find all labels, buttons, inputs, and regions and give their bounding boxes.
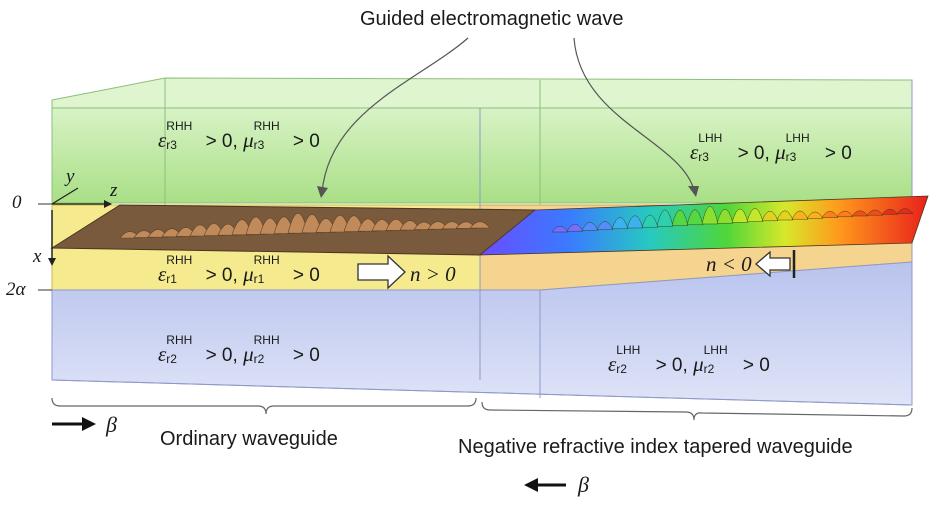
wave-ripple — [287, 213, 309, 234]
wave-ripple — [881, 209, 899, 215]
wave-ripple — [746, 208, 764, 222]
ordinary-waveguide-caption: Ordinary waveguide — [160, 428, 338, 450]
wave-ripple — [581, 222, 599, 231]
right-n-negative-label: n < 0 — [706, 252, 752, 276]
pointer-curve-left — [321, 37, 469, 193]
wave-ripple — [656, 209, 674, 227]
wave-ripple — [716, 208, 734, 224]
wave-ripple — [671, 209, 689, 226]
left-n-positive-label: n > 0 — [410, 262, 456, 286]
wave-ripple — [851, 210, 869, 217]
hollow-arrow-backward — [755, 250, 791, 278]
wave-ripple — [896, 208, 914, 214]
pointer-curve-right — [573, 37, 695, 191]
bracket-left — [51, 397, 477, 415]
green-top-face — [51, 77, 913, 109]
wave-ripple — [761, 210, 779, 222]
wave-ripple — [641, 214, 659, 228]
hollow-arrow-forward — [357, 254, 406, 290]
tapered-waveguide-caption: Negative refractive index tapered wavegu… — [458, 436, 853, 458]
wave-ripple — [776, 210, 794, 221]
axis-y-label: y — [66, 166, 75, 187]
wave-ripple — [701, 206, 719, 225]
axis-x-label: x — [33, 246, 42, 267]
wave-ripple — [686, 209, 704, 226]
wave-ripple — [866, 209, 884, 216]
wave-ripple — [385, 218, 407, 231]
wave-ripple — [626, 215, 644, 229]
wave-ripple — [596, 221, 614, 230]
wave-ripple — [791, 210, 809, 220]
beta-forward-label: β — [106, 412, 117, 437]
wave-ripple — [551, 225, 569, 233]
wave-ripple — [301, 214, 323, 234]
axis-two-alpha-label: 2α — [6, 279, 26, 300]
axis-zero-label: 0 — [12, 192, 22, 213]
backward-wave-ripples — [551, 206, 914, 233]
wave-ripple — [343, 215, 365, 232]
bracket-right — [481, 401, 913, 421]
wave-ripple — [611, 217, 629, 230]
ordinary-wave-ripples — [119, 213, 491, 239]
wave-ripple — [566, 223, 584, 232]
wave-ripple — [731, 208, 749, 223]
axis-z-label: z — [110, 180, 118, 201]
wave-ripple — [806, 211, 824, 219]
diagram-title: Guided electromagnetic wave — [360, 8, 624, 30]
rainbow-interface-sheet — [478, 195, 929, 256]
wave-ripple — [821, 211, 839, 218]
beta-backward-label: β — [578, 472, 589, 497]
wave-ripple — [245, 216, 267, 235]
wave-ripple — [836, 210, 854, 218]
y-axis-arrow — [51, 187, 79, 205]
wave-ripple — [469, 221, 491, 229]
green-cladding-layer — [51, 107, 913, 204]
